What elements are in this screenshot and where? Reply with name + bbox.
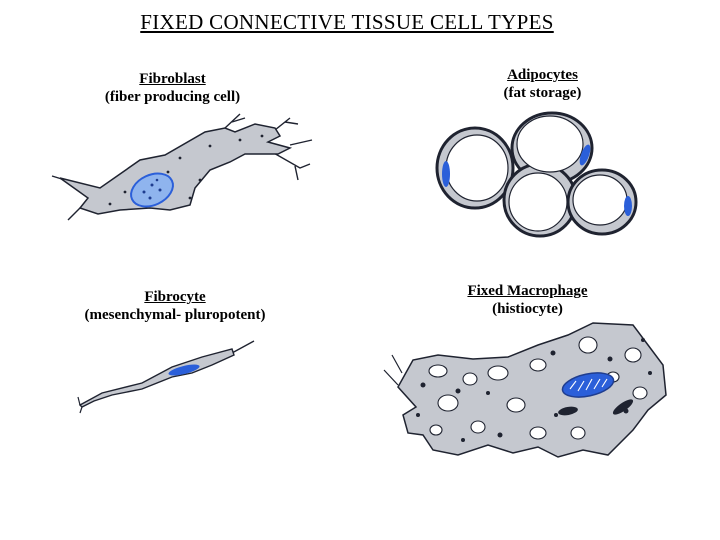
macrophage-nucleus — [561, 372, 615, 398]
macrophage-label: Fixed Macrophage (histiocyte) — [440, 282, 615, 318]
adipocyte-fat-droplet-2 — [516, 115, 584, 173]
fibroblast-label: Fibroblast (fiber producing cell) — [60, 70, 285, 106]
fibroblast-chromatin — [142, 178, 162, 200]
fibroblast-nucleus — [130, 172, 174, 208]
fibrocyte-tail — [77, 396, 83, 414]
adipocyte-nucleus-3 — [624, 196, 632, 216]
fibroblast-name: Fibroblast — [139, 71, 206, 87]
macrophage-description: (histiocyte) — [492, 301, 563, 317]
fibroblast-processes — [51, 113, 313, 221]
adipocyte-nucleus-2 — [579, 144, 591, 166]
fibrocyte-label: Fibrocyte (mesenchymal- pluropotent) — [55, 288, 295, 324]
adipocytes-illustration — [435, 111, 638, 238]
macrophage-chromatin — [569, 378, 608, 392]
adipocytes-label: Adipocytes (fat storage) — [460, 66, 625, 102]
fibrocyte-process — [231, 340, 255, 354]
macrophage-body — [397, 322, 667, 458]
fibrocyte-description: (mesenchymal- pluropotent) — [84, 307, 266, 323]
macrophage-process — [383, 354, 403, 386]
fibroblast-granules — [108, 134, 264, 206]
adipocytes-description: (fat storage) — [503, 85, 582, 101]
fibrocyte-nucleus — [168, 364, 200, 376]
fibroblast-illustration — [51, 113, 313, 221]
fibrocyte-name: Fibrocyte — [144, 289, 206, 305]
macrophage-mitochondria — [558, 399, 634, 416]
fibroblast-description: (fiber producing cell) — [104, 89, 241, 105]
adipocyte-fat-droplet-3 — [508, 172, 568, 232]
adipocyte-fat-droplet-1 — [445, 134, 509, 202]
macrophage-illustration — [383, 322, 667, 458]
adipocyte-fat-droplet-4 — [572, 174, 628, 226]
page-title: FIXED CONNECTIVE TISSUE CELL TYPES — [140, 10, 554, 34]
fibroblast-body — [59, 123, 293, 215]
adipocyte-nucleus-1 — [442, 161, 450, 187]
macrophage-name: Fixed Macrophage — [467, 283, 588, 299]
macrophage-vacuoles — [428, 336, 648, 440]
fibrocyte-illustration — [77, 340, 255, 414]
adipocytes-name: Adipocytes — [507, 67, 578, 83]
fibrocyte-body — [78, 348, 235, 408]
